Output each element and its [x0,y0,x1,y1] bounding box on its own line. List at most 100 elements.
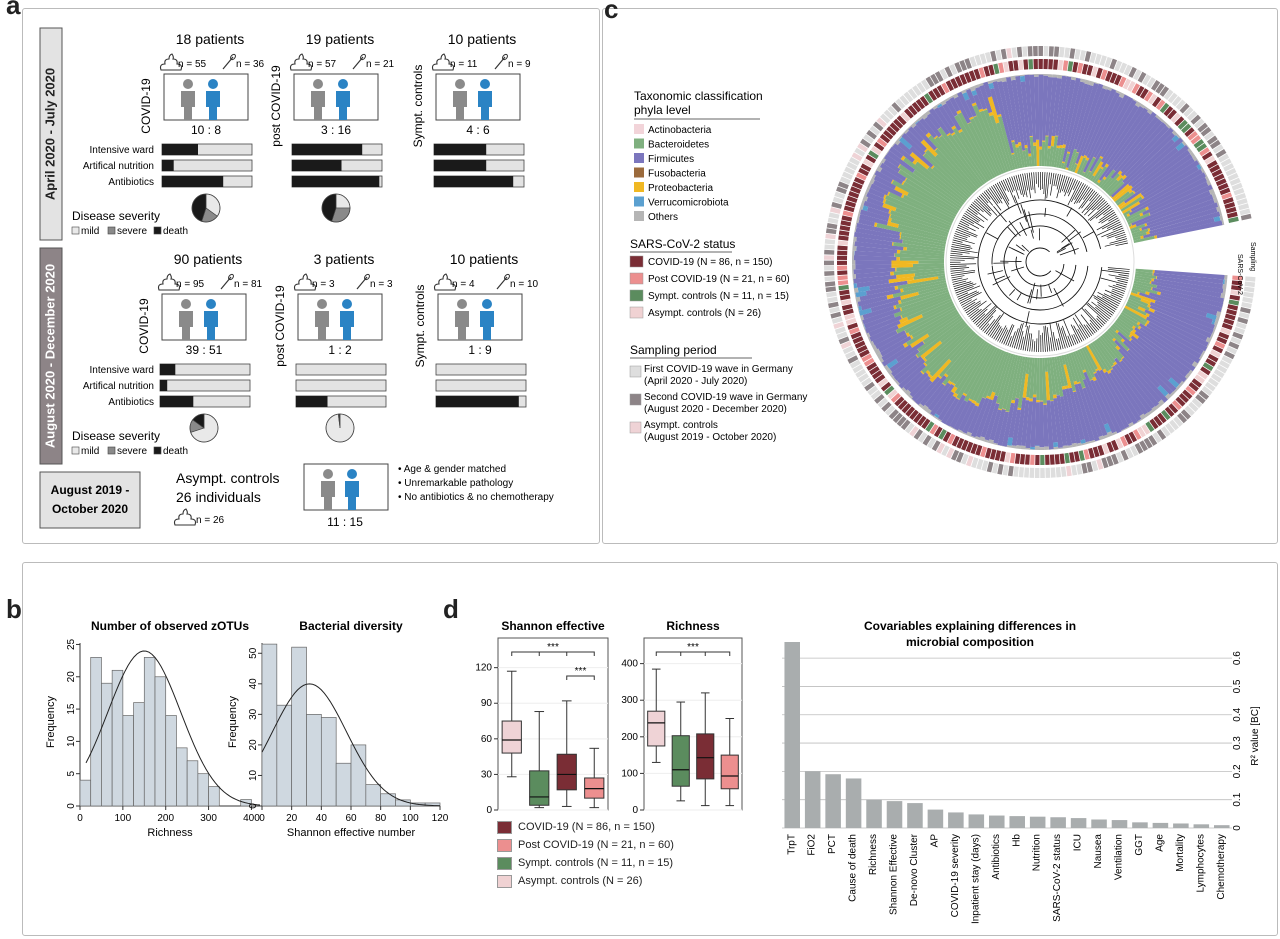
composition-ring-segment [1126,213,1141,223]
tree-branch [992,276,1011,286]
status-ring-cell [873,141,885,152]
status-label: COVID-19 (N = 86, n = 150) [648,257,773,268]
composition-ring-segment [1137,291,1140,295]
swab-count: n = 3 [370,279,393,290]
composition-ring-segment [1098,435,1105,441]
severity-legend-swatch [107,446,116,455]
covariable-label: Lymphocytes [1195,834,1206,893]
composition-ring-segment [1145,291,1150,296]
status-ring-cell [837,275,848,281]
composition-ring-segment [1180,137,1184,142]
status-ring-cell [837,265,848,271]
composition-ring-segment [902,194,955,222]
composition-ring-segment [1068,353,1081,383]
tree-branch [1025,311,1030,328]
sampling-ring-cell [1027,46,1033,57]
tree-branch [1061,243,1070,249]
tree-branch [1044,207,1047,217]
tree-branch [1060,327,1068,348]
composition-ring-segment [941,397,960,425]
status-ring-cell [837,255,848,261]
tree-branch [977,306,998,328]
composition-ring-segment [1149,207,1218,231]
composition-ring-segment [900,291,919,300]
clinical-bar-fill [160,396,194,407]
status-ring-cell [1191,378,1203,388]
composition-ring-segment [1039,401,1045,448]
composition-ring-segment [1020,400,1030,447]
composition-ring-segment [929,413,934,417]
taxa-label: Fusobacteria [648,169,706,180]
composition-ring-segment [943,373,949,378]
sampling-ring-cell [1064,47,1071,58]
composition-ring-segment [1206,180,1212,186]
sampling-ring-cell [995,49,1002,61]
swab-tip-icon [502,53,508,61]
sampling-ring-cell [852,364,864,374]
composition-ring-segment [1155,403,1161,409]
composition-ring-segment [922,315,962,344]
y-tick-label: 0 [66,803,77,809]
composition-ring-segment [1093,94,1130,159]
status-ring-cell [1159,102,1170,114]
tree-branch [971,303,992,321]
composition-ring-segment [1176,133,1181,139]
sampling-ring-cell [824,255,835,260]
composition-ring-segment [1106,107,1149,166]
composition-ring-segment [1123,307,1148,323]
x-axis-label: Shannon effective number [287,827,416,839]
sampling-ring-cell [836,186,848,195]
composition-ring-segment [1146,323,1202,359]
legend-label: COVID-19 (N = 86, n = 150) [518,821,655,833]
composition-ring-segment [956,343,992,400]
composition-ring-segment [878,333,908,353]
composition-ring-segment [1103,423,1112,434]
sampling-ring-cell [1230,336,1242,345]
tree-branch [978,195,998,216]
composition-ring-segment [997,444,1003,447]
composition-ring-segment [1028,156,1033,167]
tree-branch [1100,277,1128,286]
composition-ring-segment [1110,325,1118,332]
composition-ring-segment [1006,437,1013,446]
status-ring-cell [1217,182,1229,191]
status-ring-cell [879,133,891,144]
tree-branch [1009,289,1016,296]
tree-branch [1097,291,1120,305]
composition-ring-segment [992,442,998,446]
composition-ring-segment [1047,74,1053,78]
composition-ring-segment [1105,330,1115,340]
status-ring-cell [852,336,864,344]
composition-ring-segment [898,169,901,173]
tree-branch [975,198,992,215]
sampling-ring-cell [1053,46,1060,57]
tree-branch [959,291,982,304]
composition-ring-segment [989,409,1002,441]
severity-pie-outline [189,413,219,443]
status-ring-cell [965,441,974,453]
composition-ring-segment [893,268,945,276]
composition-ring-segment [912,263,945,268]
clinical-bar-fill [292,160,342,171]
tree-branch [950,271,976,277]
tree-branch [992,184,1003,200]
composition-ring-segment [886,150,890,155]
covariable-label: Nausea [1093,834,1104,869]
status-ring-cell [897,399,908,410]
composition-ring-segment [1224,274,1228,280]
composition-ring-segment [912,159,918,165]
sampling-ring-cell [1215,148,1227,158]
composition-ring-segment [899,232,902,236]
composition-ring-segment [1106,369,1112,374]
composition-ring-segment [852,255,854,261]
composition-ring-segment [852,241,855,247]
composition-ring-segment [864,313,896,329]
composition-ring-segment [940,100,947,106]
status-ring-cell [1155,99,1166,111]
composition-ring-segment [1103,332,1118,348]
composition-ring-segment [952,93,959,99]
status-ring-cell [896,115,907,126]
sampling-ring-cell [1024,467,1030,478]
sampling-ring-cell [1055,467,1062,478]
composition-ring-segment [900,287,949,304]
